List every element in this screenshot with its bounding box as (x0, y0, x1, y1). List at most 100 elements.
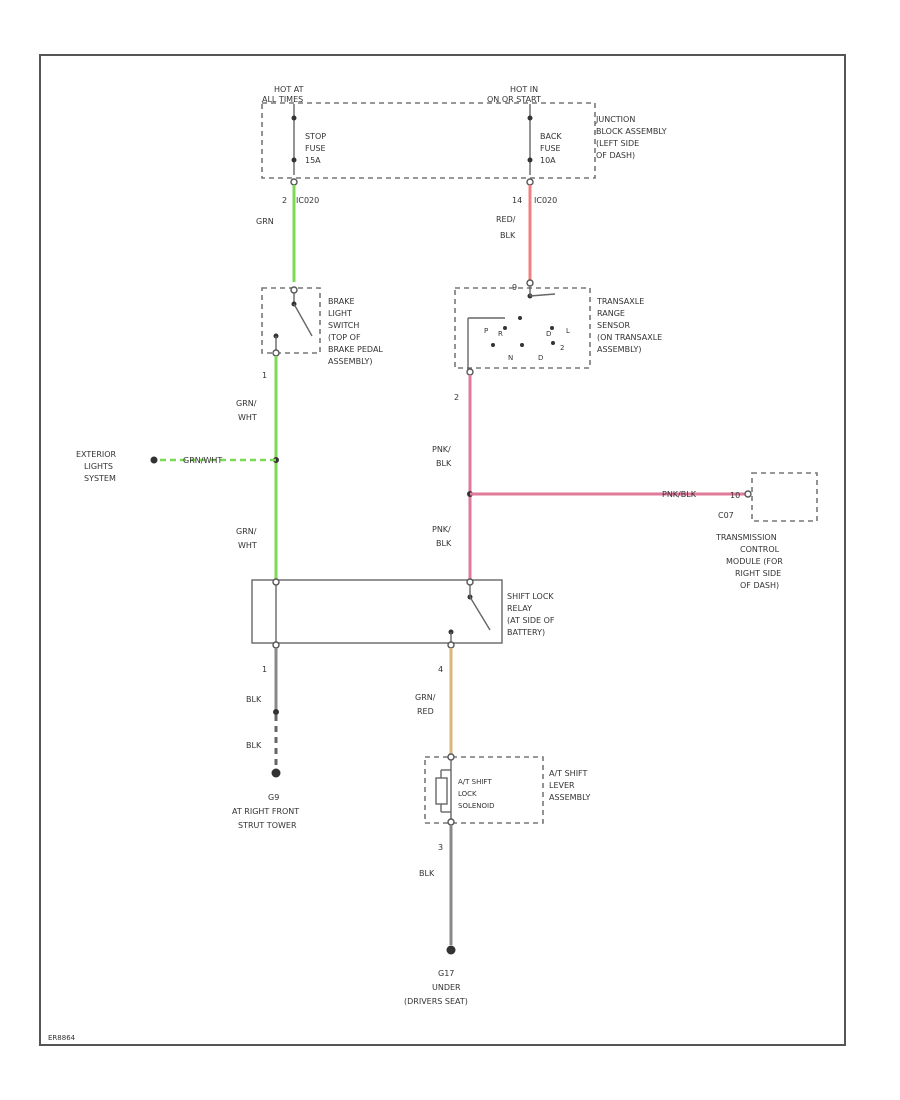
position-d2: D (546, 330, 551, 338)
wire-blk-1-label: BLK (246, 695, 262, 704)
tcm-label-1: TRANSMISSION (715, 533, 777, 542)
position-2: 2 (560, 344, 564, 352)
solenoid-label-2: LOCK (458, 790, 477, 798)
wire-pnk-blk-1-a: PNK/ (432, 445, 451, 454)
brake-switch-label-6: ASSEMBLY) (328, 357, 372, 366)
shift-lock-relay: SHIFT LOCK RELAY (AT SIDE OF BATTERY) 1 … (251, 578, 555, 674)
transaxle-label-3: SENSOR (597, 321, 630, 330)
wire-pnk-blk-2-a: PNK/ (432, 525, 451, 534)
junction-label-2: BLOCK ASSEMBLY (596, 127, 667, 136)
transaxle-label-5: ASSEMBLY) (597, 345, 641, 354)
wire-blk-3-label: BLK (419, 869, 435, 878)
wire-red-blk-label-1: RED/ (496, 215, 516, 224)
position-p: P (484, 327, 488, 335)
position-r: R (498, 330, 503, 338)
tcm-label-4: RIGHT SIDE (735, 569, 781, 578)
solenoid-pin-out: 3 (438, 843, 443, 852)
solenoid-label-3: SOLENOID (458, 802, 494, 810)
junction-label-4: OF DASH) (596, 151, 635, 160)
ground-g17-label-3: (DRIVERS SEAT) (404, 997, 468, 1006)
left-connector: IC020 (296, 196, 319, 205)
brake-switch-label-4: (TOP OF (328, 333, 361, 342)
blk-connector-node (273, 709, 279, 715)
transmission-control-module: 10 C07 TRANSMISSION CONTROL MODULE (FOR … (715, 472, 818, 590)
brake-light-switch: BRAKE LIGHT SWITCH (TOP OF BRAKE PEDAL A… (261, 286, 383, 380)
back-fuse-line3: 10A (540, 156, 556, 165)
wire-pnk-blk-2-b: BLK (436, 539, 452, 548)
wire-grn-wht-2-b: WHT (238, 541, 257, 550)
wire-grn-wht-ext-label: GRN/WHT (183, 456, 222, 465)
left-power-line2: ALL TIMES (262, 95, 303, 104)
relay-label-2: RELAY (507, 604, 532, 613)
solenoid-coil (435, 777, 448, 805)
tcm-label-5: OF DASH) (740, 581, 779, 590)
shift-lever-label-2: LEVER (549, 781, 575, 790)
ground-g9-symbol (271, 768, 281, 778)
transaxle-label-1: TRANSAXLE (596, 297, 644, 306)
back-fuse-line1: BACK (540, 132, 562, 141)
right-terminal (526, 178, 534, 186)
wire-grn-wht-2-a: GRN/ (236, 527, 257, 536)
wire-grn-top-label: GRN (256, 217, 274, 226)
stop-fuse-line3: 15A (305, 156, 321, 165)
tcm-pin: 10 (730, 491, 740, 500)
ground-g9-label-3: STRUT TOWER (238, 821, 297, 830)
wire-grn-wht-1-b: WHT (238, 413, 257, 422)
shift-lever-label-3: ASSEMBLY (549, 793, 590, 802)
wire-pnk-blk-tcm-label: PNK/BLK (662, 490, 697, 499)
tcm-connector: C07 (718, 511, 734, 520)
brake-switch-label-5: BRAKE PEDAL (328, 345, 383, 354)
stop-fuse: STOP FUSE 15A (291, 104, 326, 175)
left-terminal (290, 178, 298, 186)
transaxle-range-sensor: 9 P R N D L 2 D TRANSAXLE RANGE SENSOR (… (454, 279, 662, 402)
brake-switch-pin-out: 1 (262, 371, 267, 380)
position-d: D (538, 354, 543, 362)
wire-grn-red-label-1: GRN/ (415, 693, 436, 702)
wire-grn-red-label-2: RED (417, 707, 434, 716)
diagram-frame (39, 54, 846, 1046)
junction-label-3: (LEFT SIDE (596, 139, 639, 148)
back-fuse: BACK FUSE 10A (527, 104, 562, 175)
right-power-line1: HOT IN (510, 85, 538, 94)
exterior-lights-label-1: EXTERIOR (76, 450, 117, 459)
back-fuse-line2: FUSE (540, 144, 561, 153)
wire-grn-wht-1-a: GRN/ (236, 399, 257, 408)
transaxle-label-4: (ON TRANSAXLE (597, 333, 662, 342)
transaxle-pin-in: 9 (512, 283, 517, 292)
brake-switch-label-2: LIGHT (328, 309, 352, 318)
right-connector: IC020 (534, 196, 557, 205)
relay-pin-right: 4 (438, 665, 443, 674)
brake-switch-label-1: BRAKE (328, 297, 355, 306)
ground-g9-label-2: AT RIGHT FRONT (232, 807, 299, 816)
transaxle-pin-out: 2 (454, 393, 459, 402)
solenoid-label-1: A/T SHIFT (458, 778, 492, 786)
position-n: N (508, 354, 513, 362)
exterior-lights-label-2: LIGHTS (84, 462, 113, 471)
exterior-lights-label-3: SYSTEM (84, 474, 116, 483)
ground-g17-label-1: G17 (438, 969, 454, 978)
right-pin: 14 (512, 196, 522, 205)
junction-label-1: JUNCTION (595, 115, 635, 124)
ground-g17-symbol (446, 945, 456, 955)
tcm-label-2: CONTROL (740, 545, 780, 554)
brake-switch-label-3: SWITCH (328, 321, 359, 330)
tcm-label-3: MODULE (FOR (726, 557, 783, 566)
wire-pnk-blk-1-b: BLK (436, 459, 452, 468)
ground-g9-label-1: G9 (268, 793, 279, 802)
position-l: L (566, 327, 570, 335)
relay-label-4: BATTERY) (507, 628, 545, 637)
transaxle-label-2: RANGE (597, 309, 625, 318)
exterior-lights-node (150, 456, 158, 464)
footer-code: ER8864 (48, 1034, 76, 1042)
left-power-line1: HOT AT (274, 85, 304, 94)
wire-red-blk-label-2: BLK (500, 231, 516, 240)
left-pin: 2 (282, 196, 287, 205)
shift-lever-assembly: A/T SHIFT LOCK SOLENOID A/T SHIFT LEVER … (424, 753, 590, 852)
relay-pin-left: 1 (262, 665, 267, 674)
ground-g17-label-2: UNDER (432, 983, 461, 992)
relay-label-3: (AT SIDE OF (507, 616, 555, 625)
wire-blk-2-label: BLK (246, 741, 262, 750)
stop-fuse-line1: STOP (305, 132, 326, 141)
shift-lever-label-1: A/T SHIFT (549, 769, 588, 778)
